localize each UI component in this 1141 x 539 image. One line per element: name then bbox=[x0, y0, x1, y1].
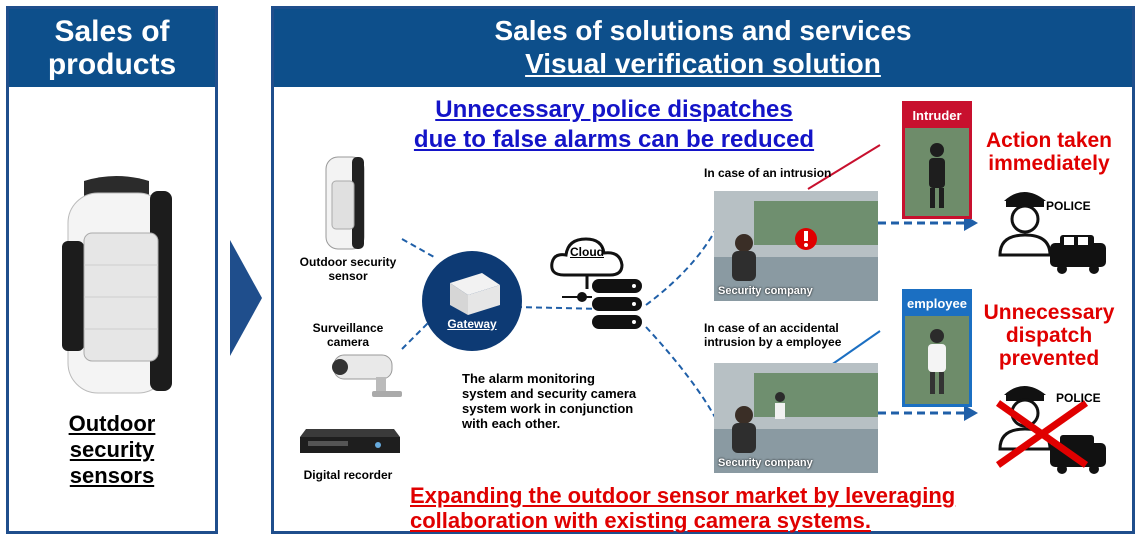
accidental-caption-line1: In case of an accidental bbox=[704, 321, 839, 335]
sensor-label: Outdoor security sensor bbox=[288, 255, 408, 283]
accidental-caption-line2: intrusion by a employee bbox=[704, 335, 842, 349]
accidental-branch bbox=[645, 326, 717, 420]
intrusion-result-line1: Action taken bbox=[985, 129, 1113, 152]
products-panel: Sales of products Outdoor security senso… bbox=[6, 6, 218, 534]
employee-figure-icon bbox=[928, 329, 946, 394]
bottom-statement: Expanding the outdoor sensor market by l… bbox=[410, 483, 1110, 533]
intruder-tag: Intruder bbox=[905, 104, 969, 128]
description-line4: with each other. bbox=[462, 416, 561, 431]
accidental-result-line1: Unnecessary bbox=[983, 301, 1115, 324]
accidental-result: Unnecessary dispatch prevented bbox=[974, 301, 1124, 370]
headline-line1: Unnecessary police dispatches bbox=[435, 96, 793, 123]
outdoor-sensor-image bbox=[62, 176, 172, 394]
intruder-snapshot: Intruder bbox=[902, 101, 972, 219]
digital-recorder-icon bbox=[300, 429, 400, 453]
accidental-caption: In case of an accidental intrusion by a … bbox=[704, 321, 894, 349]
intruder-figure-icon bbox=[929, 143, 945, 208]
sensor-link bbox=[401, 238, 435, 258]
camera-label: Surveillance camera bbox=[298, 321, 398, 349]
description-line1: The alarm monitoring bbox=[462, 371, 595, 386]
intrusion-caption: In case of an intrusion bbox=[704, 166, 832, 180]
gateway-link bbox=[515, 306, 605, 310]
description-line3: system work in conjunction bbox=[462, 401, 634, 416]
police-label-1: POLICE bbox=[1046, 199, 1091, 213]
products-label-line1: Outdoor bbox=[68, 411, 156, 436]
headline-line2: due to false alarms can be reduced bbox=[413, 126, 815, 153]
employee-snapshot: employee bbox=[902, 289, 972, 407]
camera-label-line1: Surveillance bbox=[312, 321, 384, 335]
chevron-right-icon bbox=[230, 240, 262, 356]
bottom-line2: collaboration with existing camera syste… bbox=[410, 508, 871, 533]
gateway-icon bbox=[422, 251, 522, 351]
no-dispatch-arrowhead bbox=[964, 405, 978, 421]
police-cancelled-icon bbox=[995, 386, 1106, 474]
solutions-title-line2: Visual verification solution bbox=[525, 48, 881, 79]
bottom-line1: Expanding the outdoor sensor market by l… bbox=[410, 483, 956, 508]
solutions-header: Sales of solutions and services Visual v… bbox=[274, 9, 1132, 87]
headline: Unnecessary police dispatches due to fal… bbox=[384, 95, 844, 155]
products-header: Sales of products bbox=[9, 9, 215, 87]
accidental-result-line2: dispatch bbox=[1005, 324, 1093, 347]
dispatch-arrowhead bbox=[964, 215, 978, 231]
products-title-line1: Sales of bbox=[54, 15, 170, 48]
intrusion-scene-label: Security company bbox=[718, 285, 813, 297]
accidental-result-line3: prevented bbox=[998, 347, 1100, 370]
products-label-line2: security bbox=[69, 437, 155, 462]
sensor-device-icon bbox=[325, 156, 365, 250]
accidental-scene: Security company bbox=[714, 363, 878, 473]
security-monitoring-illustration-2 bbox=[714, 363, 878, 473]
security-monitoring-illustration bbox=[714, 191, 878, 301]
accidental-scene-label: Security company bbox=[718, 457, 813, 469]
intruder-pointer bbox=[807, 144, 881, 190]
sensor-label-line2: sensor bbox=[328, 269, 368, 283]
products-label: Outdoor security sensors bbox=[9, 411, 215, 489]
intrusion-result: Action taken immediately bbox=[974, 129, 1124, 175]
cloud-label: Cloud bbox=[570, 245, 604, 259]
camera-link bbox=[401, 318, 433, 350]
intrusion-branch bbox=[645, 228, 717, 306]
gateway-label: Gateway bbox=[447, 317, 497, 331]
employee-tag: employee bbox=[905, 292, 969, 316]
police-label-2: POLICE bbox=[1056, 391, 1101, 405]
cloud-icon bbox=[550, 237, 624, 289]
camera-label-line2: camera bbox=[326, 335, 370, 349]
recorder-label: Digital recorder bbox=[303, 468, 393, 482]
description-line2: system and security camera bbox=[462, 386, 637, 401]
surveillance-camera-icon bbox=[332, 354, 402, 397]
police-officer-car-icon bbox=[998, 192, 1106, 274]
server-database-icon bbox=[562, 279, 642, 329]
products-title-line2: products bbox=[47, 48, 177, 81]
products-label-line3: sensors bbox=[69, 463, 155, 488]
solutions-panel: Sales of solutions and services Visual v… bbox=[271, 6, 1135, 534]
intrusion-result-line2: immediately bbox=[988, 152, 1110, 175]
intrusion-scene: Security company bbox=[714, 191, 878, 301]
sensor-label-line1: Outdoor security bbox=[299, 255, 397, 269]
system-description: The alarm monitoring system and security… bbox=[462, 371, 692, 431]
solutions-title-line1: Sales of solutions and services bbox=[494, 15, 912, 46]
